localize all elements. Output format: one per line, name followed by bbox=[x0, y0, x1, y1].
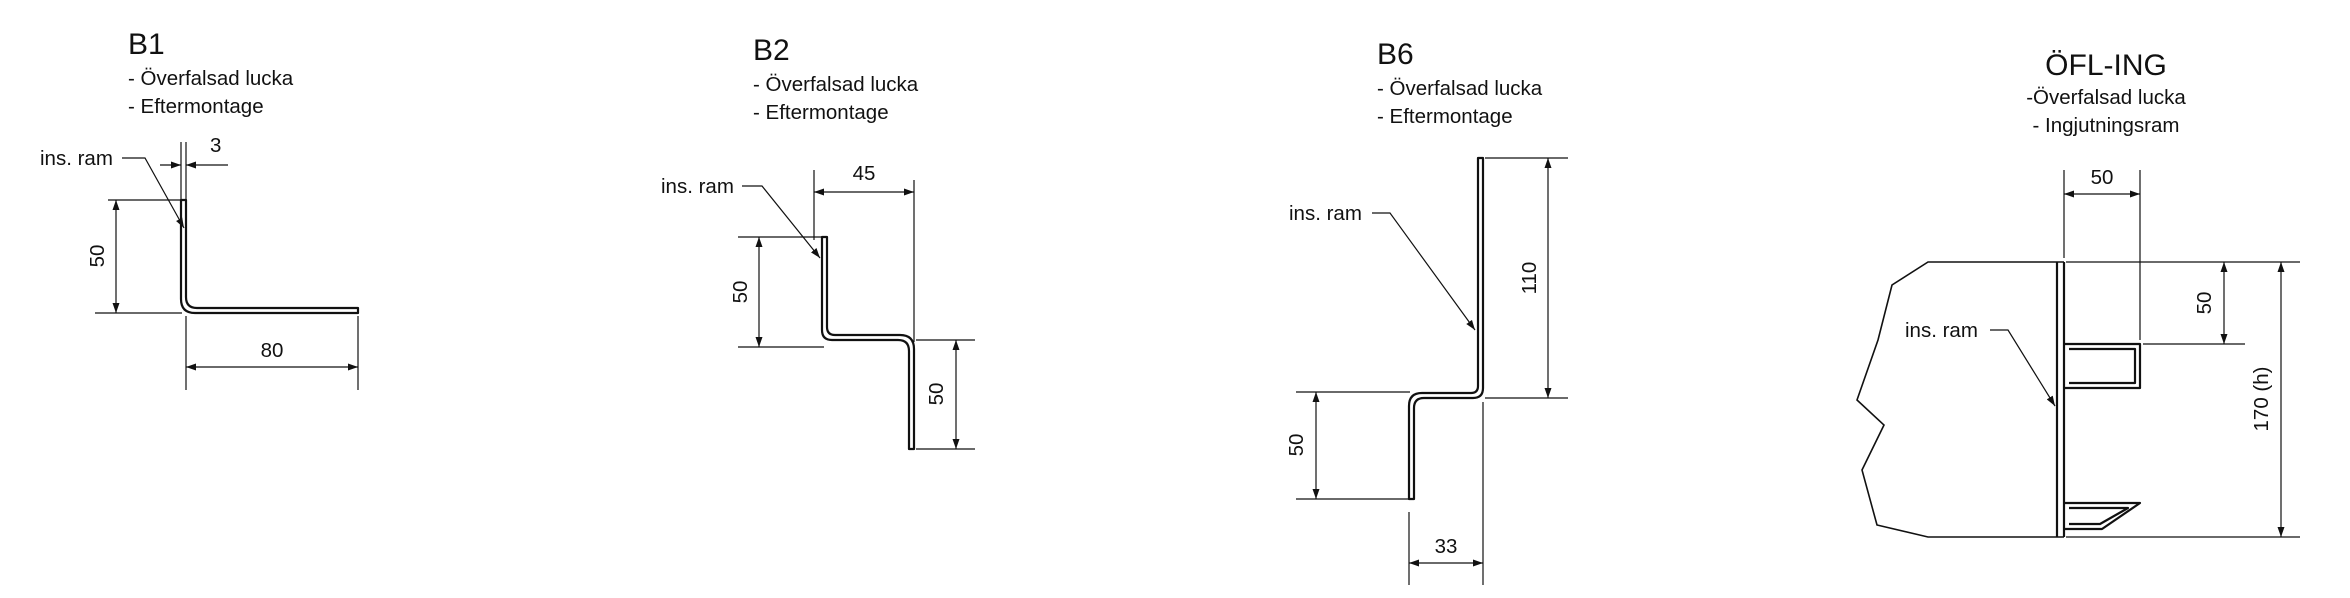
detail-ofl-ing: ÖFL-ING -Överfalsad lucka - Ingjutningsr… bbox=[1856, 49, 2300, 538]
wall-outline bbox=[1856, 261, 2064, 538]
detail-title: B1 bbox=[128, 28, 165, 61]
detail-subtitle-1: - Överfalsad lucka bbox=[1377, 77, 1543, 100]
b6-profile bbox=[1407, 156, 1485, 501]
dimension-label: 45 bbox=[853, 162, 876, 185]
detail-b1: B1 - Överfalsad lucka - Eftermontage 3 5… bbox=[40, 28, 360, 390]
dimension-label: 50 bbox=[1285, 434, 1308, 457]
b6-leader-line bbox=[1372, 212, 1476, 331]
detail-subtitle-2: - Ingjutningsram bbox=[2033, 114, 2180, 137]
dimension-label: 50 bbox=[729, 281, 752, 304]
dimension-label: 80 bbox=[261, 339, 284, 362]
ofl-upper-flange bbox=[2064, 342, 2142, 390]
dimension-label: 50 bbox=[2091, 166, 2114, 189]
detail-title: B2 bbox=[753, 34, 790, 67]
callout-label: ins. ram bbox=[1905, 319, 1978, 342]
dimension-label: 170 (h) bbox=[2250, 367, 2273, 432]
dimension-label: 110 bbox=[1518, 262, 1541, 295]
b2-profile bbox=[820, 235, 916, 451]
dimension-label: 33 bbox=[1435, 535, 1458, 558]
b1-leader-line bbox=[122, 157, 185, 229]
ofl-leader-line bbox=[1990, 329, 2056, 407]
dimension-label: 50 bbox=[86, 245, 109, 268]
detail-title: ÖFL-ING bbox=[2045, 49, 2167, 82]
detail-b6: B6 - Överfalsad lucka - Eftermontage 110… bbox=[1285, 38, 1568, 585]
detail-b2: B2 - Överfalsad lucka - Eftermontage 45 … bbox=[661, 34, 975, 451]
detail-subtitle-1: - Överfalsad lucka bbox=[128, 67, 294, 90]
detail-title: B6 bbox=[1377, 38, 1414, 71]
callout-label: ins. ram bbox=[1289, 202, 1362, 225]
detail-subtitle-2: - Eftermontage bbox=[128, 95, 264, 118]
dimension-label: 3 bbox=[210, 134, 221, 157]
b1-profile bbox=[179, 198, 360, 315]
dimension-label: 50 bbox=[2193, 292, 2216, 315]
dimension-label: 50 bbox=[925, 383, 948, 406]
detail-subtitle-2: - Eftermontage bbox=[753, 101, 889, 124]
ofl-frame-profile bbox=[2055, 262, 2066, 537]
callout-label: ins. ram bbox=[40, 147, 113, 170]
detail-subtitle-1: - Överfalsad lucka bbox=[753, 73, 919, 96]
detail-subtitle-1: -Överfalsad lucka bbox=[2026, 86, 2186, 109]
ofl-lower-anchor bbox=[2064, 501, 2142, 531]
b2-leader-line bbox=[742, 185, 821, 259]
detail-subtitle-2: - Eftermontage bbox=[1377, 105, 1513, 128]
callout-label: ins. ram bbox=[661, 175, 734, 198]
